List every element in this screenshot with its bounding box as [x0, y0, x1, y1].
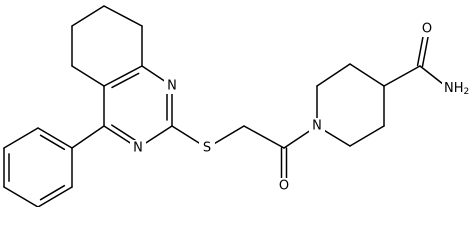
atom-amide-o: O — [419, 21, 435, 37]
bond-n-c4-inner — [111, 124, 137, 142]
atom-n-bottom: N — [130, 140, 146, 156]
bond-c4a-c5 — [71, 65, 105, 87]
bond-c4a-c8a-inner — [111, 72, 140, 89]
bonds-group — [3, 5, 449, 207]
bond-c7-c8 — [103, 5, 143, 27]
bond-ph-4 — [3, 186, 39, 207]
atom-amide-n-label: NH2 — [444, 81, 469, 98]
bond-ph-5 — [37, 186, 73, 207]
atom-n-bottom-label: N — [133, 141, 143, 156]
atom-n-top-label: N — [167, 79, 177, 94]
bond-c4a-c8a — [103, 65, 143, 87]
structure-diagram: N N S O N O NH — [3, 5, 474, 207]
bond-ph-2 — [3, 127, 39, 149]
molecule-canvas: N N S O N O NH — [3, 5, 474, 207]
atom-o-carbonyl-label: O — [279, 179, 289, 194]
bond-c4-cam — [383, 65, 421, 87]
bond-pip-2 — [349, 125, 385, 147]
bond-pip-5 — [316, 63, 351, 87]
atom-n-piperidine-label: N — [312, 119, 322, 134]
atom-s-label: S — [203, 141, 211, 156]
atom-labels-group: N N S O N O NH — [130, 21, 474, 194]
atom-n-piperidine: N — [309, 118, 325, 134]
bond-ph-5-inner — [39, 184, 66, 201]
atom-n-top: N — [164, 78, 180, 94]
atom-amide-n: NH2 — [442, 80, 474, 98]
atom-o-carbonyl: O — [276, 178, 292, 194]
atom-amide-o-label: O — [422, 22, 432, 37]
bond-c4-ph — [71, 125, 105, 149]
bond-pip-4 — [349, 63, 385, 87]
atom-s-thioether: S — [199, 140, 215, 156]
bond-ch2-co — [243, 125, 285, 149]
bond-ph-1 — [37, 127, 73, 149]
bond-ph-1-inner — [39, 134, 66, 151]
bond-c6-c7 — [71, 5, 105, 27]
